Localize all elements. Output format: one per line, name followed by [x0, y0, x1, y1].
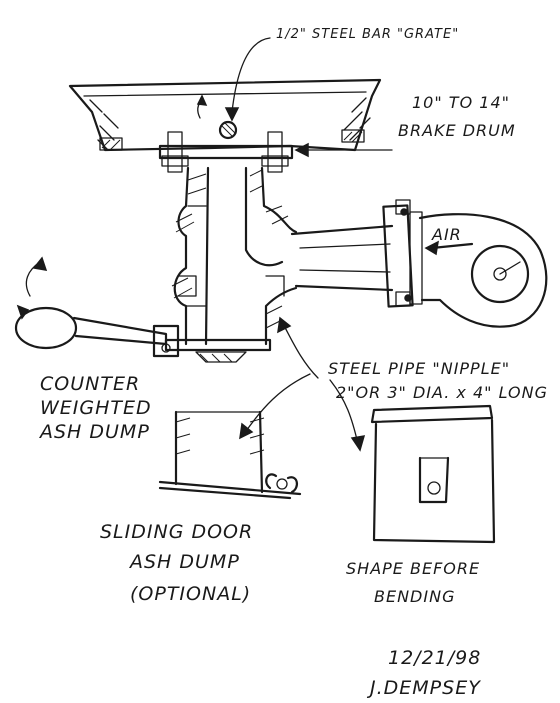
label-optional: (OPTIONAL) [130, 583, 251, 605]
leader-lines [224, 37, 393, 452]
label-air: AIR [431, 225, 462, 244]
label-date: 12/21/98 [388, 647, 481, 669]
air-arrow [424, 240, 474, 256]
tee-fitting [171, 166, 298, 346]
label-shape-before: SHAPE BEFORE [346, 559, 480, 578]
label-sliding-ash-dump: ASH DUMP [128, 551, 240, 573]
drum-flange [158, 131, 294, 173]
label-bending: BENDING [374, 587, 455, 606]
label-steel-pipe: STEEL PIPE "NIPPLE" [328, 359, 510, 378]
counterweight-lever [14, 256, 180, 358]
nipple-flat-pattern [370, 404, 496, 544]
label-pipe-dims: 2"OR 3" DIA. x 4" LONG [336, 383, 548, 402]
label-drum-size: 10" TO 14" [412, 93, 510, 112]
label-author: J.DEMPSEY [366, 677, 481, 699]
label-sliding-door: SLIDING DOOR [100, 521, 253, 543]
blower [418, 213, 548, 328]
label-weighted: WEIGHTED [40, 397, 152, 419]
grate-bar [196, 94, 238, 140]
label-counter: COUNTER [40, 373, 140, 395]
label-brake-drum: BRAKE DRUM [398, 121, 516, 140]
air-pipe [290, 199, 423, 308]
label-grate: 1/2" STEEL BAR "GRATE" [276, 27, 459, 42]
ash-dump-plate [164, 338, 272, 363]
brake-drum [68, 78, 382, 152]
label-ash-dump: ASH DUMP [38, 421, 150, 443]
sliding-door-ash-dump [158, 410, 302, 500]
